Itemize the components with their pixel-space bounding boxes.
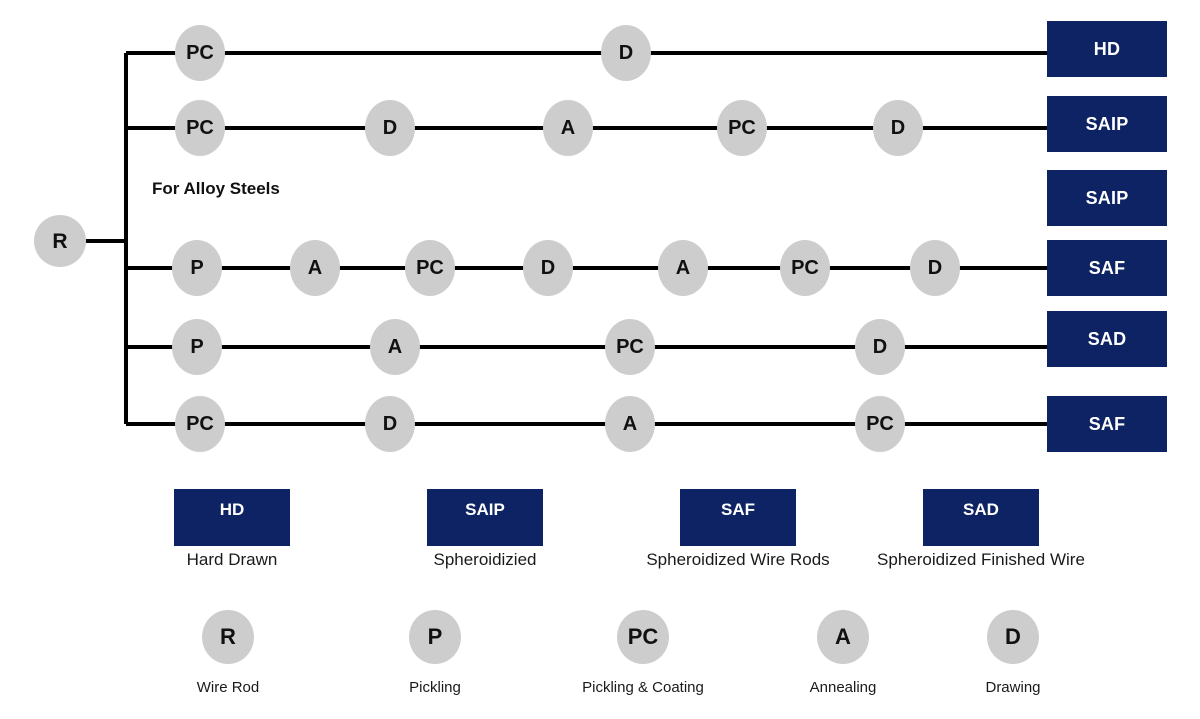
row6-node-pc-2[interactable]: PC — [855, 396, 905, 452]
legend-caption-text: Spheroidized Wire Rods — [646, 550, 830, 569]
node-label: D — [382, 117, 398, 139]
node-label: PC — [616, 336, 644, 358]
row2-node-a-1[interactable]: A — [543, 100, 593, 156]
legend-node-caption-drawing: Drawing — [933, 679, 1093, 696]
row4-node-pc-2[interactable]: PC — [780, 240, 830, 296]
node-label: P — [427, 624, 443, 649]
legend-node-caption-text: Annealing — [809, 679, 877, 696]
legend-caption-text: Spheroidized Finished Wire — [877, 550, 1085, 569]
endbox-label: SAIP — [1085, 187, 1129, 208]
row1-endbox-hd[interactable]: HD — [1047, 21, 1167, 77]
legend-node-r[interactable]: R — [202, 610, 254, 664]
row4-node-pc-1[interactable]: PC — [405, 240, 455, 296]
row4-node-d-1[interactable]: D — [523, 240, 573, 296]
node-label: D — [872, 336, 888, 358]
row6-endbox-saf[interactable]: SAF — [1047, 396, 1167, 452]
node-label: A — [622, 413, 638, 435]
endbox-label: SAF — [1088, 257, 1126, 278]
row4-node-p-1[interactable]: P — [172, 240, 222, 296]
node-label: PC — [186, 117, 214, 139]
node-label: PC — [791, 257, 819, 279]
node-label: PC — [186, 42, 214, 64]
node-label: D — [890, 117, 906, 139]
legend-box-saip[interactable]: SAIP — [427, 489, 543, 546]
legend-node-a[interactable]: A — [817, 610, 869, 664]
legend-node-caption-text: Drawing — [985, 679, 1041, 696]
endbox-label: SAF — [1088, 413, 1126, 434]
legend-node-caption-annealing: Annealing — [763, 679, 923, 696]
row5-node-p-1[interactable]: P — [172, 319, 222, 375]
node-label: PC — [186, 413, 214, 435]
legend-caption-sad: Spheroidized Finished Wire — [851, 550, 1111, 570]
endbox-label: SAD — [1087, 328, 1127, 349]
node-label: PC — [627, 624, 659, 649]
row4-node-a-2[interactable]: A — [658, 240, 708, 296]
row5-endbox-sad[interactable]: SAD — [1047, 311, 1167, 367]
legend-node-caption-pickling: Pickling — [355, 679, 515, 696]
legend-box-code: HD — [219, 500, 245, 519]
alloy-steels-note: For Alloy Steels — [152, 179, 280, 199]
legend-caption-saf: Spheroidized Wire Rods — [618, 550, 858, 570]
legend-node-pc[interactable]: PC — [617, 610, 669, 664]
row1-node-d-1[interactable]: D — [601, 25, 651, 81]
legend-node-caption-wire-rod: Wire Rod — [148, 679, 308, 696]
node-label: P — [190, 257, 204, 279]
legend-caption-hd: Hard Drawn — [129, 550, 335, 570]
legend-box-code: SAF — [721, 500, 755, 519]
row1-node-pc-1[interactable]: PC — [175, 25, 225, 81]
endbox-label: SAIP — [1085, 113, 1129, 134]
legend-node-caption-pickling-coating: Pickling & Coating — [553, 679, 733, 696]
node-label: R — [52, 229, 68, 253]
node-label: A — [560, 117, 576, 139]
node-label: R — [220, 624, 236, 649]
node-label: D — [927, 257, 943, 279]
node-label: A — [675, 257, 691, 279]
row2-node-d-2[interactable]: D — [873, 100, 923, 156]
legend-box-saf[interactable]: SAF — [680, 489, 796, 546]
row6-node-a-1[interactable]: A — [605, 396, 655, 452]
legend-caption-text: Spheroidizied — [433, 550, 537, 569]
node-label: PC — [728, 117, 756, 139]
legend-node-caption-text: Pickling — [409, 679, 461, 696]
node-label: D — [618, 42, 634, 64]
node-label: P — [190, 336, 204, 358]
legend-box-code: SAD — [963, 500, 999, 519]
node-root-r[interactable]: R — [34, 215, 86, 267]
row3-endbox-saip[interactable]: SAIP — [1047, 170, 1167, 226]
row5-node-d-1[interactable]: D — [855, 319, 905, 375]
row4-node-a-1[interactable]: A — [290, 240, 340, 296]
endbox-label: HD — [1093, 38, 1121, 59]
legend-node-d[interactable]: D — [987, 610, 1039, 664]
row2-endbox-saip[interactable]: SAIP — [1047, 96, 1167, 152]
node-label: A — [835, 624, 851, 649]
row4-node-d-2[interactable]: D — [910, 240, 960, 296]
node-label: D — [382, 413, 398, 435]
row5-node-a-1[interactable]: A — [370, 319, 420, 375]
row2-node-pc-1[interactable]: PC — [175, 100, 225, 156]
legend-node-p[interactable]: P — [409, 610, 461, 664]
row4-endbox-saf[interactable]: SAF — [1047, 240, 1167, 296]
row6-node-d-1[interactable]: D — [365, 396, 415, 452]
row5-node-pc-1[interactable]: PC — [605, 319, 655, 375]
legend-node-caption-text: Wire Rod — [196, 679, 260, 696]
node-label: A — [307, 257, 323, 279]
alloy-steels-note-text: For Alloy Steels — [152, 179, 280, 198]
node-label: PC — [866, 413, 894, 435]
row6-node-pc-1[interactable]: PC — [175, 396, 225, 452]
legend-caption-text: Hard Drawn — [186, 550, 278, 569]
legend-box-hd[interactable]: HD — [174, 489, 290, 546]
legend-box-code: SAIP — [465, 500, 505, 519]
legend-box-sad[interactable]: SAD — [923, 489, 1039, 546]
row2-node-pc-2[interactable]: PC — [717, 100, 767, 156]
legend-node-caption-text: Pickling & Coating — [582, 679, 704, 696]
node-label: D — [540, 257, 556, 279]
legend-caption-saip: Spheroidizied — [382, 550, 588, 570]
node-label: PC — [416, 257, 444, 279]
node-label: D — [1005, 624, 1021, 649]
row2-node-d-1[interactable]: D — [365, 100, 415, 156]
node-label: A — [387, 336, 403, 358]
